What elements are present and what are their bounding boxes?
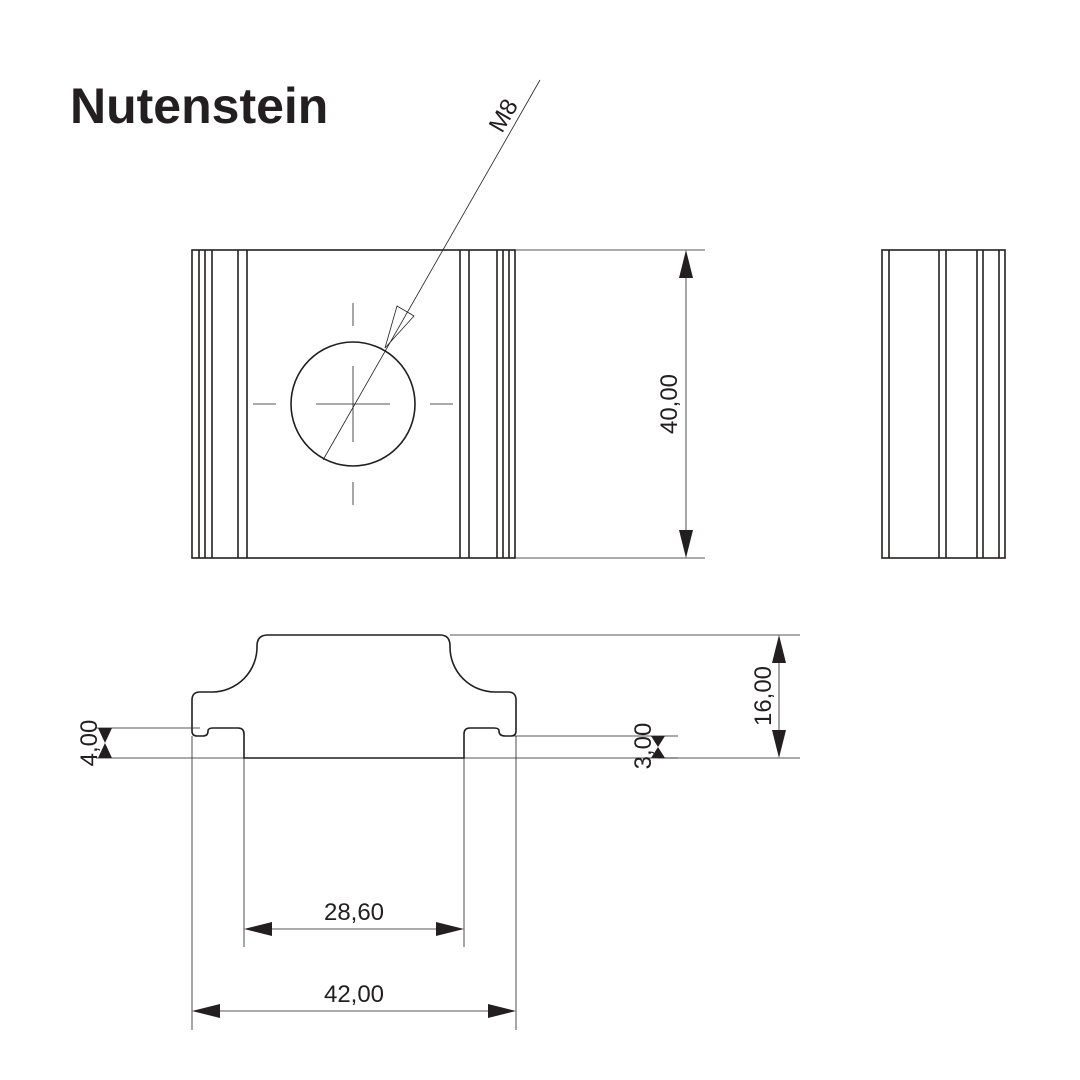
dimension-arrow (651, 736, 665, 747)
dimension-arrow (488, 1004, 516, 1018)
side-view-outline (881, 249, 1006, 559)
leader-arrowhead (384, 305, 415, 349)
front-profile: 16,00 4,00 3,00 28,60 42,00 (76, 634, 800, 1030)
dim-height-top-view: 40,00 (656, 374, 683, 434)
dim-inner-width: 28,60 (324, 899, 384, 926)
top-view-outline (191, 249, 516, 559)
side-view (881, 249, 1006, 559)
dim-profile-height: 16,00 (750, 666, 777, 726)
dim-left-step: 4,00 (76, 720, 103, 767)
dimension-arrow (772, 730, 786, 758)
thread-leader-line (322, 79, 541, 461)
dimension-arrow (98, 728, 112, 743)
dimension-arrow (772, 635, 786, 663)
dimension-arrow (679, 250, 693, 278)
dim-right-step: 3,00 (630, 723, 657, 770)
dimension-arrow (651, 747, 665, 758)
dimension-arrow (98, 743, 112, 758)
top-view: M8 40,00 (191, 79, 705, 559)
dimension-arrow (192, 1004, 220, 1018)
dimension-arrow (244, 922, 272, 936)
drawing-title: Nutenstein (70, 78, 328, 134)
dim-overall-width: 42,00 (324, 981, 384, 1008)
threaded-hole (290, 341, 416, 467)
dimension-arrow (679, 530, 693, 558)
profile-outline (191, 634, 517, 759)
thread-label: M8 (484, 95, 524, 137)
dimension-arrow (436, 922, 464, 936)
